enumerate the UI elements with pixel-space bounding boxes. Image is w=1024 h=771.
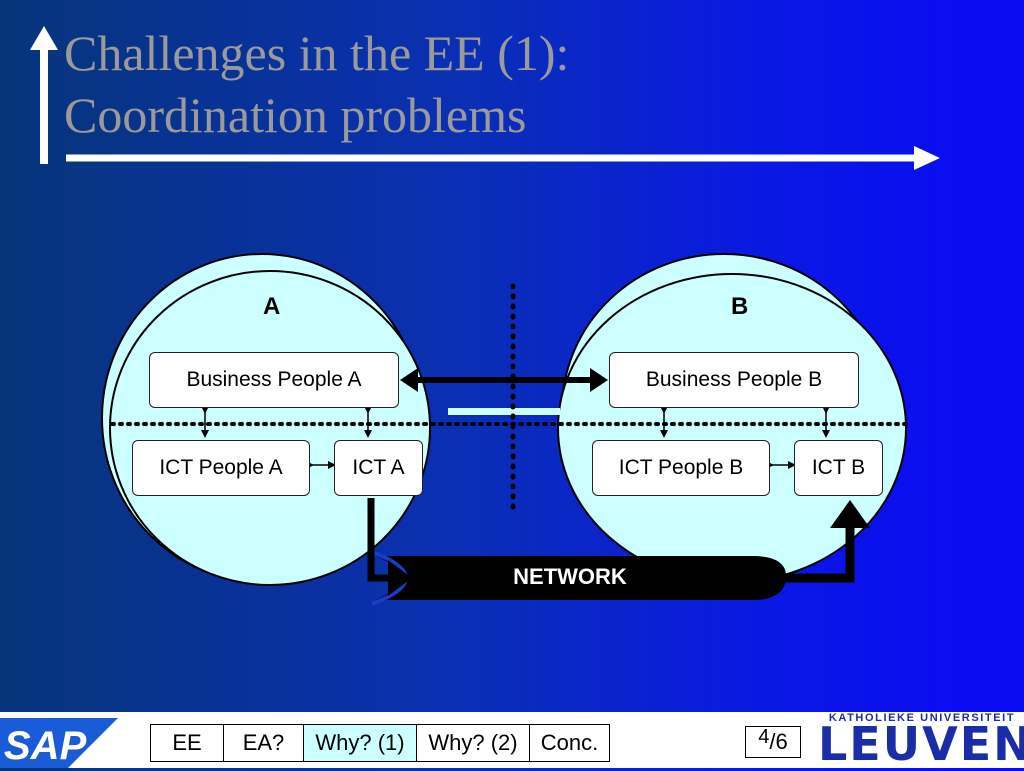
footer-bar: SAP EE EA? Why? (1) Why? (2) Conc. 4/6 K… [0, 712, 1024, 768]
network-to-ict-b-arrow [776, 500, 870, 583]
page-indicator: 4/6 [745, 726, 801, 758]
sap-logo-text: SAP [4, 724, 87, 768]
title-line-2: Coordination problems [64, 87, 527, 143]
ict-people-b-box: ICT People B [592, 440, 770, 496]
ict-b-box: ICT B [794, 440, 883, 496]
nav-item-why-1[interactable]: Why? (1) [303, 725, 416, 761]
business-link-arrow [400, 368, 608, 392]
ict-people-a-box: ICT People A [132, 440, 310, 496]
title-axis-arrows [30, 26, 940, 170]
circle-b-label: B [731, 293, 749, 320]
leuven-logo-subtitle: KATHOLIEKE UNIVERSITEIT [828, 712, 1016, 724]
ict-a-to-network-arrow [367, 498, 412, 596]
circle-a [101, 253, 431, 586]
small-arrows [201, 406, 830, 469]
nav-item-ea[interactable]: EA? [223, 725, 303, 761]
ict-a-box: ICT A [334, 440, 423, 496]
slide-title: Challenges in the EE (1): Coordination p… [64, 22, 569, 146]
leuven-logo: LEUVEN [818, 717, 1024, 771]
circle-a-label: A [263, 293, 281, 320]
nav-item-why-2[interactable]: Why? (2) [416, 725, 529, 761]
business-people-b-box: Business People B [609, 352, 859, 408]
page-total: /6 [769, 729, 788, 754]
connector-band [448, 408, 560, 415]
page-current: 4 [758, 726, 770, 748]
nav-item-conc[interactable]: Conc. [529, 725, 609, 761]
title-line-1: Challenges in the EE (1): [64, 25, 570, 81]
nav-item-ee[interactable]: EE [172, 730, 202, 755]
business-people-a-box: Business People A [149, 352, 399, 408]
section-nav: EE EA? Why? (1) Why? (2) Conc. [150, 724, 610, 762]
network-label: NETWORK [513, 564, 627, 589]
sap-logo: SAP [0, 718, 118, 768]
